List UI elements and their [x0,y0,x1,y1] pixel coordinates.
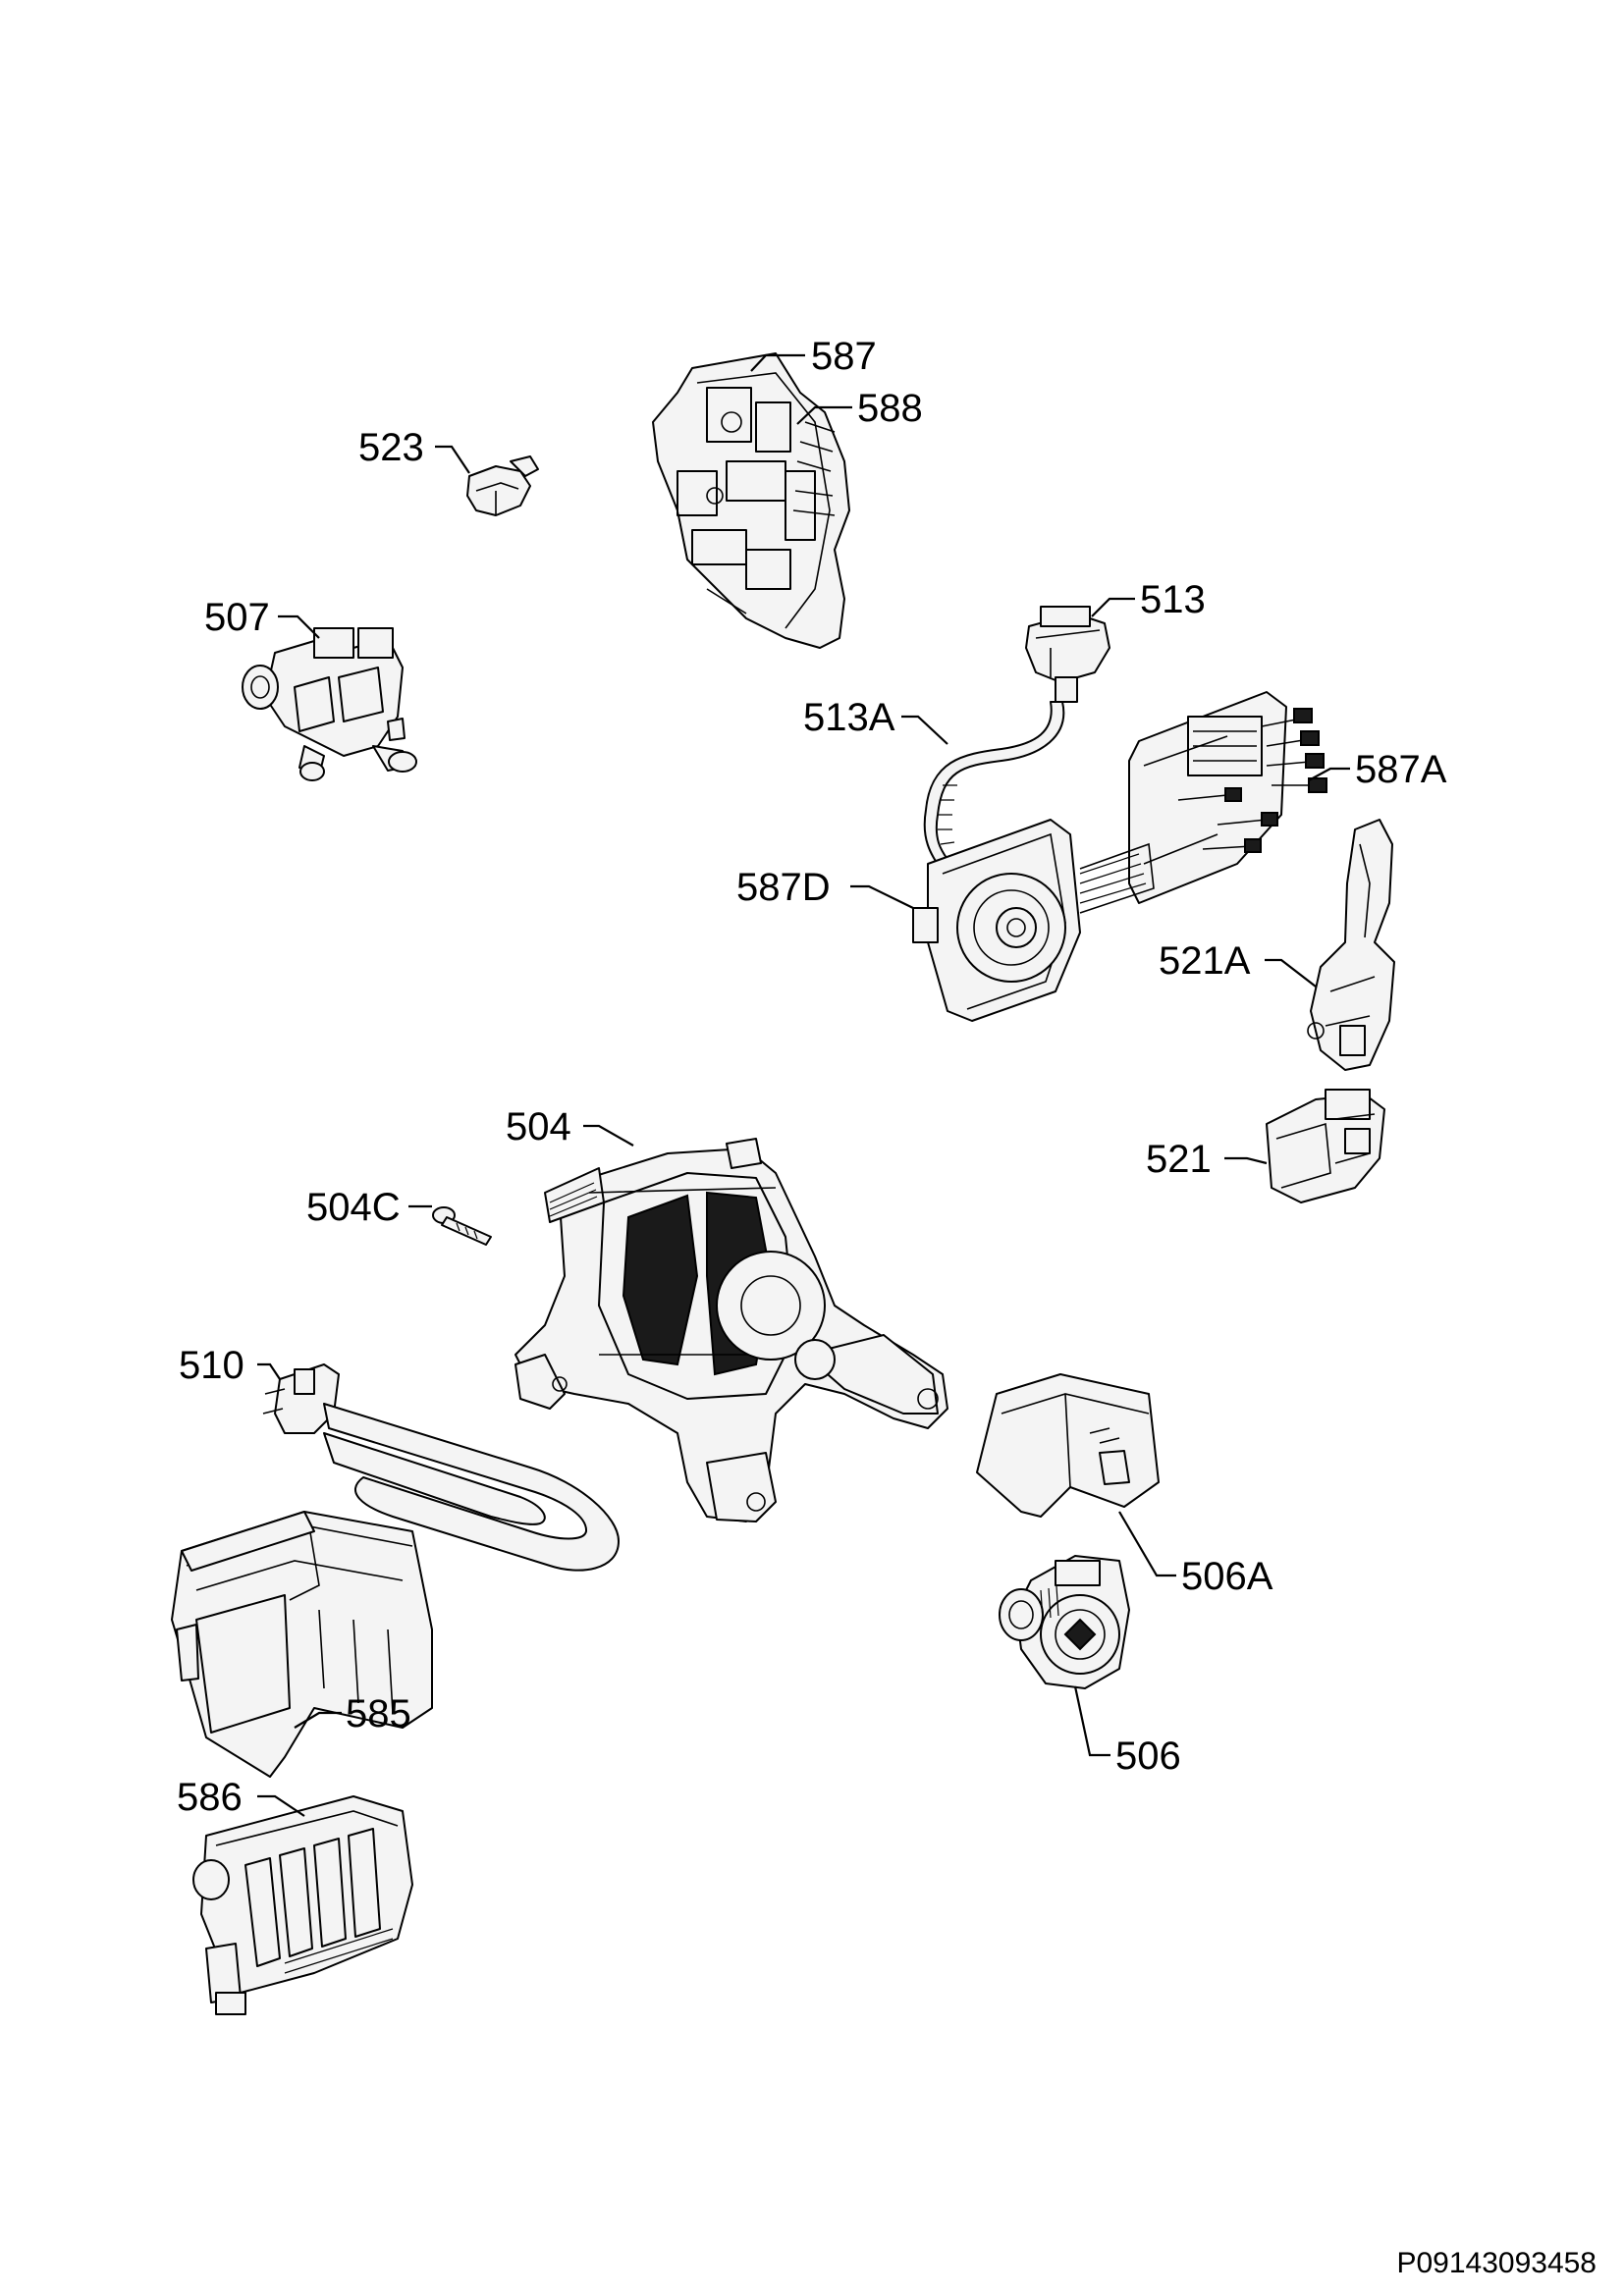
leader-523 [435,445,470,474]
leader-587 [750,353,805,372]
callout-507: 507 [204,596,270,639]
leader-587d [850,884,914,909]
part-506-drain-pump [999,1555,1130,1689]
document-id: P09143093458 [1396,2247,1597,2279]
leader-506 [1073,1685,1110,1757]
leader-513a [901,715,948,745]
callout-504c: 504C [306,1186,401,1229]
callout-510: 510 [179,1344,244,1387]
leader-504 [583,1124,634,1147]
leader-585 [294,1711,342,1729]
part-587-control-board [652,352,850,649]
part-507-inlet-valve [242,627,417,781]
callout-506a: 506A [1181,1555,1273,1598]
part-521a-bracket [1307,819,1395,1071]
callout-521: 521 [1146,1138,1212,1181]
part-587d-selector [912,819,1155,1022]
part-587a-terminal-block [1128,691,1327,904]
part-523-clip [466,455,539,516]
callout-504: 504 [506,1105,571,1148]
callout-521a: 521A [1159,939,1251,983]
callout-587: 587 [811,335,877,378]
part-506a-pump-cover [976,1373,1160,1518]
leader-521 [1224,1156,1268,1165]
callout-588: 588 [857,387,923,430]
callout-587a: 587A [1355,748,1447,791]
leader-521a [1265,958,1317,988]
leader-510 [257,1362,281,1380]
leader-513 [1091,597,1135,617]
callout-585: 585 [346,1692,411,1735]
callout-587d: 587D [736,866,831,909]
part-504c-screw [432,1206,492,1246]
leader-506a [1118,1511,1176,1577]
part-510-heater [262,1363,620,1572]
callout-586: 586 [177,1776,243,1819]
part-585-housing [171,1511,433,1778]
leader-lines [257,353,1350,1817]
callout-506: 506 [1115,1735,1181,1778]
part-513-sensor [1025,606,1110,703]
callout-labels: 587 588 523 507 513 513A 587A 587D 521A … [177,335,1447,1819]
leader-586 [257,1794,305,1817]
part-586-filter [192,1795,413,2015]
leader-587a [1308,767,1350,781]
callout-513a: 513A [803,696,895,739]
part-521-door-interlock [1266,1089,1385,1203]
leader-588 [796,405,852,425]
callout-523: 523 [358,426,424,469]
leader-507 [278,614,320,639]
part-504-motor [514,1138,948,1522]
callout-513: 513 [1140,578,1206,621]
